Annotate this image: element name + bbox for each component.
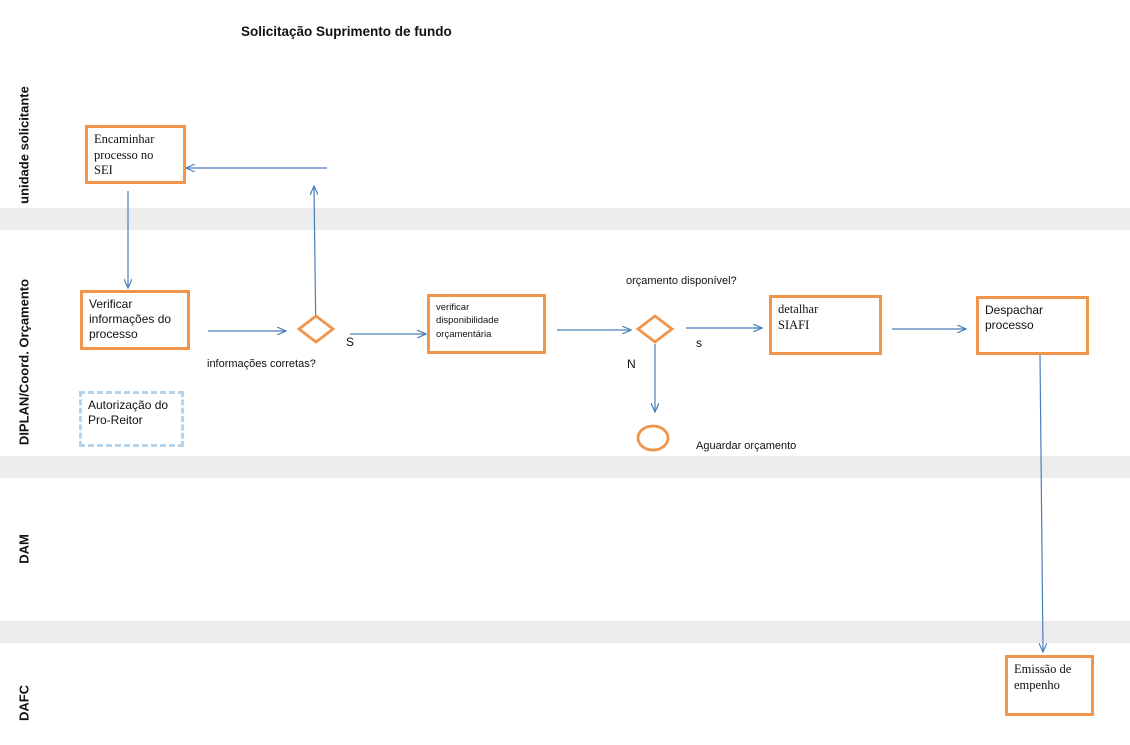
task-verificar-disponibilidade: verificar disponibilidade orçamentária (427, 294, 546, 354)
decision-yes-label: s (696, 336, 702, 350)
decision-informacoes-corretas (296, 314, 336, 344)
end-event-aguardar (636, 424, 670, 452)
arrow-despachar-to-emissao (1040, 354, 1043, 652)
decision-yes-label: S (346, 335, 355, 349)
task-detalhar-siafi: detalhar SIAFI (769, 295, 882, 355)
end-event-label: Aguardar orçamento (696, 440, 797, 452)
task-verificar-informacoes: Verificar informações do processo (80, 290, 190, 350)
task-encaminhar-processo: Encaminhar processo no SEI (85, 125, 186, 184)
task-emissao-empenho: Emissão de empenho (1005, 655, 1094, 716)
decision-no-label: N (627, 357, 636, 371)
annotation-autorizacao: Autorização do Pro-Reitor (79, 391, 184, 447)
lane-separator (0, 621, 1130, 643)
decision-orcamento-disponivel (635, 314, 675, 344)
lane-separator (0, 208, 1130, 230)
task-despachar-processo: Despachar processo (976, 296, 1089, 355)
lane-separator (0, 456, 1130, 478)
decision-label-orcamento: orçamento disponível? (626, 275, 737, 287)
diagram-title: Solicitação Suprimento de fundo (241, 24, 452, 39)
decision-label-informacoes: informações corretas? (207, 358, 316, 370)
